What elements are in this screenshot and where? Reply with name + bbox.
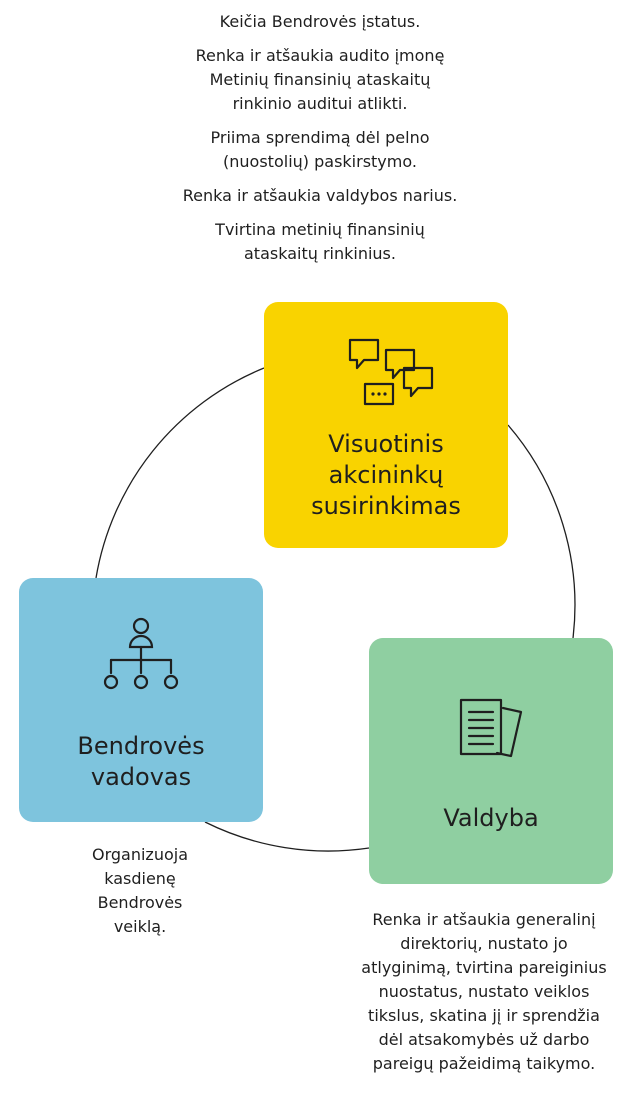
org-chart-icon — [103, 617, 179, 690]
meeting-responsibility-5: Tvirtina metinių finansinių ataskaitų ri… — [215, 220, 425, 263]
board-responsibilities: Renka ir atšaukia generalinį direktorių,… — [361, 910, 607, 1073]
arc-meeting-board — [507, 424, 576, 639]
documents-icon — [459, 698, 523, 758]
speech-bubbles-icon — [348, 338, 434, 406]
shareholders-meeting-box: Visuotinis akcininkų susirinkimas — [264, 302, 508, 548]
ceo-title: Bendrovės vadovas — [77, 732, 205, 791]
meeting-responsibility-3: Priima sprendimą dėl pelno (nuostolių) p… — [210, 128, 430, 171]
arc-ceo-meeting — [95, 367, 265, 579]
board-title: Valdyba — [443, 804, 539, 832]
arc-board-ceo — [204, 821, 370, 852]
board-box: Valdyba — [369, 638, 613, 884]
meeting-responsibility-4: Renka ir atšaukia valdybos narius. — [182, 186, 458, 205]
ceo-responsibilities: Organizuoja kasdienę Bendrovės veiklą. — [91, 845, 188, 936]
ceo-box: Bendrovės vadovas — [19, 578, 263, 822]
shareholders-meeting-title: Visuotinis akcininkų susirinkimas — [311, 430, 461, 520]
meeting-responsibility-1: Keičia Bendrovės įstatus. — [219, 12, 421, 31]
meeting-responsibility-2: Renka ir atšaukia audito įmonę Metinių f… — [195, 46, 445, 113]
meeting-responsibilities: Keičia Bendrovės įstatus. Renka ir atšau… — [170, 10, 470, 266]
